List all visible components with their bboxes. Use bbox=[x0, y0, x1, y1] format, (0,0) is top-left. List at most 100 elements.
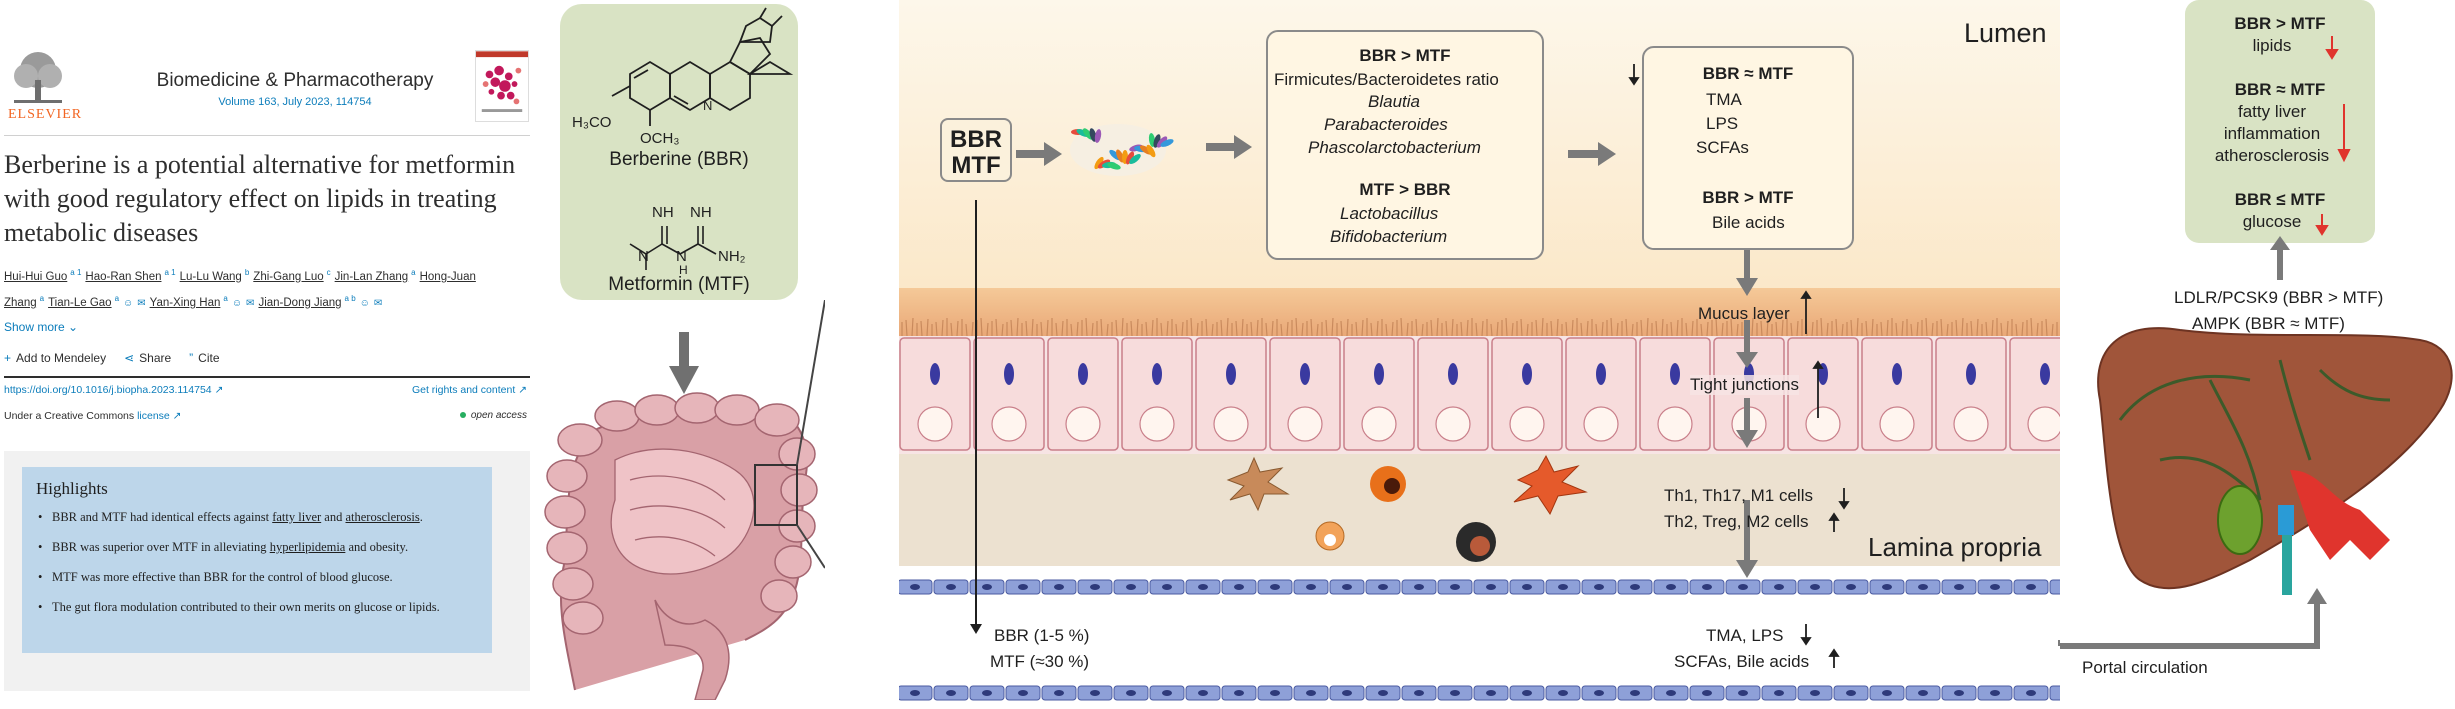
author-affiliation[interactable]: a bbox=[411, 268, 416, 277]
imine-label-2: NH bbox=[690, 204, 712, 221]
mtf-absorption-label: MTF (≈30 %) bbox=[990, 652, 1090, 671]
outcome-h2: BBR ≈ MTF bbox=[2234, 80, 2326, 99]
doi-link[interactable]: https://doi.org/10.1016/j.biopha.2023.11… bbox=[4, 384, 223, 396]
highlight-link[interactable]: atherosclerosis bbox=[345, 510, 420, 524]
author-affiliation[interactable]: b bbox=[244, 268, 250, 277]
highlights-section: Highlights BBR and MTF had identical eff… bbox=[4, 451, 530, 691]
open-access-badge: open access bbox=[459, 410, 527, 421]
author-name[interactable]: Zhi-Gang Luo bbox=[253, 270, 324, 283]
cell-nucleus-icon bbox=[1226, 363, 1236, 385]
dimethyl-nitrogen-label: N bbox=[638, 248, 649, 265]
rights-link[interactable]: Get rights and content ↗ bbox=[412, 384, 527, 396]
parabacteroides-label: Parabacteroides bbox=[1324, 115, 1448, 134]
goblet-vesicle-icon bbox=[1139, 406, 1175, 442]
liver-icon bbox=[2097, 327, 2453, 595]
author-name[interactable]: Lu-Lu Wang bbox=[179, 270, 242, 283]
journal-name[interactable]: Biomedicine & Pharmacotherapy bbox=[156, 70, 434, 91]
highlight-text: MTF was more effective than BBR for the … bbox=[52, 570, 393, 584]
email-icon[interactable]: ✉ bbox=[373, 297, 383, 309]
rights-text: Get rights and content bbox=[411, 384, 516, 396]
author-affiliation[interactable]: a 1 bbox=[70, 268, 82, 277]
flow-arrows bbox=[1016, 135, 2060, 646]
article-actions: + Add to Mendeley ⋖Share ”Cite bbox=[4, 351, 220, 365]
epithelial-cells bbox=[899, 337, 2060, 451]
highlight-item: BBR was superior over MTF in alleviating… bbox=[36, 539, 478, 556]
author-name[interactable]: Yan-Xing Han bbox=[149, 296, 221, 309]
external-link-icon: ↗ bbox=[518, 384, 527, 396]
cell-nucleus-icon bbox=[1966, 363, 1976, 385]
mendeley-label: Add to Mendeley bbox=[16, 351, 107, 365]
drug-box: BBR MTF bbox=[940, 118, 1012, 182]
author-name[interactable]: Hui-Hui Guo bbox=[4, 270, 68, 283]
vessels-and-arrows bbox=[898, 0, 2060, 709]
elsevier-logo[interactable]: ELSEVIER bbox=[4, 50, 81, 122]
author-affiliation[interactable]: c bbox=[326, 268, 331, 277]
goblet-vesicle-icon bbox=[991, 406, 1027, 442]
cell-nucleus-icon bbox=[1078, 363, 1088, 385]
email-icon[interactable]: ✉ bbox=[137, 297, 146, 309]
tight-junctions-label: Tight junctions bbox=[1690, 375, 1799, 395]
outcome-h1: BBR > MTF bbox=[2234, 14, 2326, 33]
add-to-mendeley-button[interactable]: + Add to Mendeley bbox=[4, 351, 106, 365]
author-name[interactable]: Hao-Ran Shen bbox=[85, 270, 162, 283]
author-name[interactable]: Jin-Lan Zhang bbox=[334, 270, 409, 283]
journal-cover-image[interactable] bbox=[475, 50, 529, 122]
molecule-structures-panel: H₃CO OCH₃ N Berberine (BBR) NH NH N N H … bbox=[560, 4, 798, 300]
share-button[interactable]: ⋖Share bbox=[124, 351, 171, 365]
license-link[interactable]: license bbox=[137, 410, 170, 422]
mechanism-diagram: Lumen Lamina propria BBR MTF BBR > MTF F… bbox=[898, 0, 2060, 709]
journal-volume[interactable]: Volume 163, July 2023, 114754 bbox=[218, 96, 372, 108]
bridge-nitrogen-label: N bbox=[676, 248, 687, 265]
license-prefix: Under a Creative Commons bbox=[4, 410, 135, 422]
author-name[interactable]: Jian-Dong Jiang bbox=[258, 296, 342, 309]
epithelial-cell bbox=[1343, 337, 1415, 451]
cite-button[interactable]: ”Cite bbox=[189, 351, 219, 365]
cell-nucleus-icon bbox=[1152, 363, 1162, 385]
bifidobacterium-label: Bifidobacterium bbox=[1330, 227, 1448, 246]
share-label: Share bbox=[139, 351, 172, 365]
highlight-link[interactable]: hyperlipidemia bbox=[269, 540, 346, 554]
author-affiliation[interactable]: a 1 bbox=[164, 268, 176, 277]
macrophage-icon bbox=[1513, 454, 1588, 516]
cell-nucleus-icon bbox=[930, 363, 940, 385]
show-more-link[interactable]: Show more ⌄ bbox=[4, 320, 78, 334]
drug-bbr-label: BBR bbox=[950, 126, 1002, 153]
show-more-label: Show more bbox=[4, 320, 65, 334]
mucus-layer-label: Mucus layer bbox=[1698, 304, 1790, 323]
email-icon[interactable]: ✉ bbox=[246, 297, 255, 309]
author-affiliation[interactable]: a b bbox=[344, 293, 356, 303]
person-icon[interactable]: ☺ bbox=[231, 297, 243, 309]
person-icon[interactable]: ☺ bbox=[123, 297, 134, 309]
phascolarctobacterium-label: Phascolarctobacterium bbox=[1308, 138, 1481, 157]
quote-icon: ” bbox=[189, 351, 194, 365]
blood-vessel-upper bbox=[898, 579, 2060, 595]
goblet-vesicle-icon bbox=[1953, 406, 1989, 442]
author-affiliation[interactable]: a bbox=[223, 293, 228, 303]
goblet-vesicle-icon bbox=[1879, 406, 1915, 442]
cells-up-label: Th2, Treg, M2 cells bbox=[1664, 512, 1809, 531]
author-name[interactable]: Hong-Juan Zhang bbox=[4, 270, 476, 309]
publisher-name: ELSEVIER bbox=[8, 107, 83, 122]
liver-panel: BBR > MTF lipids BBR ≈ MTF fatty liver i… bbox=[2060, 0, 2455, 709]
highlight-link[interactable]: fatty liver bbox=[272, 510, 322, 524]
doi-text: https://doi.org/10.1016/j.biopha.2023.11… bbox=[4, 384, 212, 396]
author-affiliation[interactable]: a bbox=[114, 293, 120, 303]
fatty-liver-label: fatty liver bbox=[2237, 102, 2307, 121]
outcome-h3: BBR ≤ MTF bbox=[2234, 190, 2326, 209]
highlight-text: BBR was superior over MTF in alleviating bbox=[52, 540, 270, 554]
lps-label: LPS bbox=[1706, 114, 1739, 133]
hepatic-artery-icon bbox=[2290, 470, 2390, 560]
person-icon[interactable]: ☺ bbox=[359, 297, 370, 309]
plus-icon: + bbox=[4, 351, 12, 365]
author-name[interactable]: Tian-Le Gao bbox=[48, 296, 112, 309]
article-title: Berberine is a potential alternative for… bbox=[4, 150, 516, 247]
atherosclerosis-label: atherosclerosis bbox=[2214, 146, 2330, 165]
epithelial-cell bbox=[1861, 337, 1933, 451]
absorption-arrow-icon bbox=[970, 624, 982, 634]
author-affiliation[interactable]: a bbox=[39, 293, 45, 303]
intestine-illustration bbox=[544, 300, 825, 700]
elsevier-tree-icon bbox=[10, 50, 66, 106]
gut-microbiota-icon bbox=[1070, 124, 1174, 176]
cell-nucleus-icon bbox=[1596, 363, 1606, 385]
highlights-box: Highlights BBR and MTF had identical eff… bbox=[22, 467, 492, 653]
